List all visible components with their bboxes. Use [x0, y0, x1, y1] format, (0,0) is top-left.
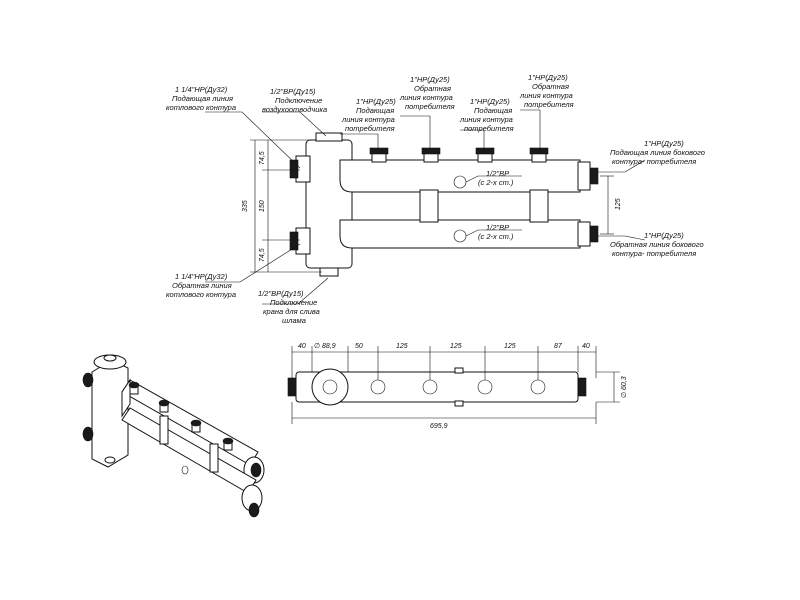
label-boiler-supply: 1 1/4"НР(Ду32) Подающая линия котлового …: [166, 85, 236, 112]
iso-upper-collector-side: [121, 378, 131, 418]
riser-2: [529, 189, 549, 223]
iso-port: [181, 465, 189, 475]
iso-air-vent: [103, 354, 117, 362]
top-dim-0: 40: [298, 343, 306, 350]
upper-end-cap: [577, 161, 591, 191]
dim-total-height: 335: [242, 200, 249, 212]
boiler-return-thread: [289, 231, 299, 251]
dim-right-spacing: 125: [615, 198, 622, 210]
front-view: 335 74,5 150 74,5 125 1 1/4"НР(Ду32) Под…: [166, 73, 707, 325]
top-right-thread: [577, 377, 587, 397]
label-boiler-return: 1 1/4"НР(Ду32) Обратная линия котлового …: [166, 272, 236, 299]
iso-lower-collector: [121, 407, 257, 494]
label-port-lower: 1/2"ВР (с 2-х ст.): [478, 223, 514, 241]
iso-lower-end-thread: [248, 502, 260, 518]
top-dim-1: ∅ 88,9: [314, 343, 336, 350]
top-dim-5: 125: [504, 343, 516, 350]
top-separator-inner: [322, 379, 338, 395]
riser-1: [419, 189, 439, 223]
label-drain: 1/2"ВР(Ду15) Подключение крана для слива…: [258, 289, 322, 325]
iso-outlets: [128, 381, 234, 451]
label-return-circuit-1: 1"НР(Ду25) Обратная линия контура потреб…: [399, 75, 455, 111]
top-dimension-lines: [291, 346, 620, 424]
iso-return-thread: [82, 426, 94, 442]
top-dim-2: 50: [355, 343, 363, 350]
top-view: 40 ∅ 88,9 50 125 125 125 87 40 695,9 ∅ 6…: [287, 343, 628, 430]
isometric-view: [82, 354, 265, 518]
label-supply-circuit-2: 1"НР(Ду25) Подающая линия контура потреб…: [459, 97, 515, 133]
iso-supply-thread: [82, 372, 94, 388]
label-return-circuit-2: 1"НР(Ду25) Обратная линия контура потреб…: [519, 73, 575, 109]
iso-drain: [104, 456, 116, 464]
label-air-vent: 1/2"ВР(Ду15) Подключение воздухоотводчик…: [262, 87, 327, 114]
leader-lines: [205, 109, 646, 305]
top-left-thread: [287, 377, 297, 397]
top-dim-total: 695,9: [430, 423, 448, 430]
drain-nipple: [319, 267, 339, 277]
vertical-dimensions: [250, 139, 614, 273]
side-supply-thread: [589, 167, 599, 185]
air-vent-nipple: [315, 132, 343, 142]
top-dim-6: 87: [554, 343, 563, 350]
lower-end-cap: [577, 221, 591, 247]
dim-lower-offset: 74,5: [259, 248, 266, 262]
top-dim-7: 40: [582, 343, 590, 350]
label-port-upper: 1/2"ВР (с 2-х ст.): [478, 169, 514, 187]
iso-riser-1: [159, 415, 169, 445]
top-dim-diameter: ∅ 60,3: [621, 376, 628, 398]
label-side-return: 1"НР(Ду25) Обратная линия бокового конту…: [610, 231, 706, 258]
label-supply-circuit-1: 1"НР(Ду25) Подающая линия контура потреб…: [341, 97, 398, 133]
separator-column: [305, 139, 353, 269]
label-side-supply: 1"НР(Ду25) Подающая линия бокового конту…: [610, 139, 707, 166]
top-dim-3: 125: [396, 343, 408, 350]
side-return-thread: [589, 225, 599, 243]
dim-upper-offset: 74,5: [259, 151, 266, 165]
top-port-lower: [454, 400, 464, 407]
iso-riser-2: [209, 443, 219, 473]
outlet-group: [369, 147, 549, 163]
iso-upper-end-thread: [250, 462, 262, 478]
top-separator-circle: [311, 368, 349, 406]
top-port-upper: [454, 367, 464, 374]
top-dim-4: 125: [450, 343, 462, 350]
boiler-supply-thread: [289, 159, 299, 179]
dim-middle: 150: [259, 200, 266, 212]
lower-collector: [339, 219, 581, 249]
